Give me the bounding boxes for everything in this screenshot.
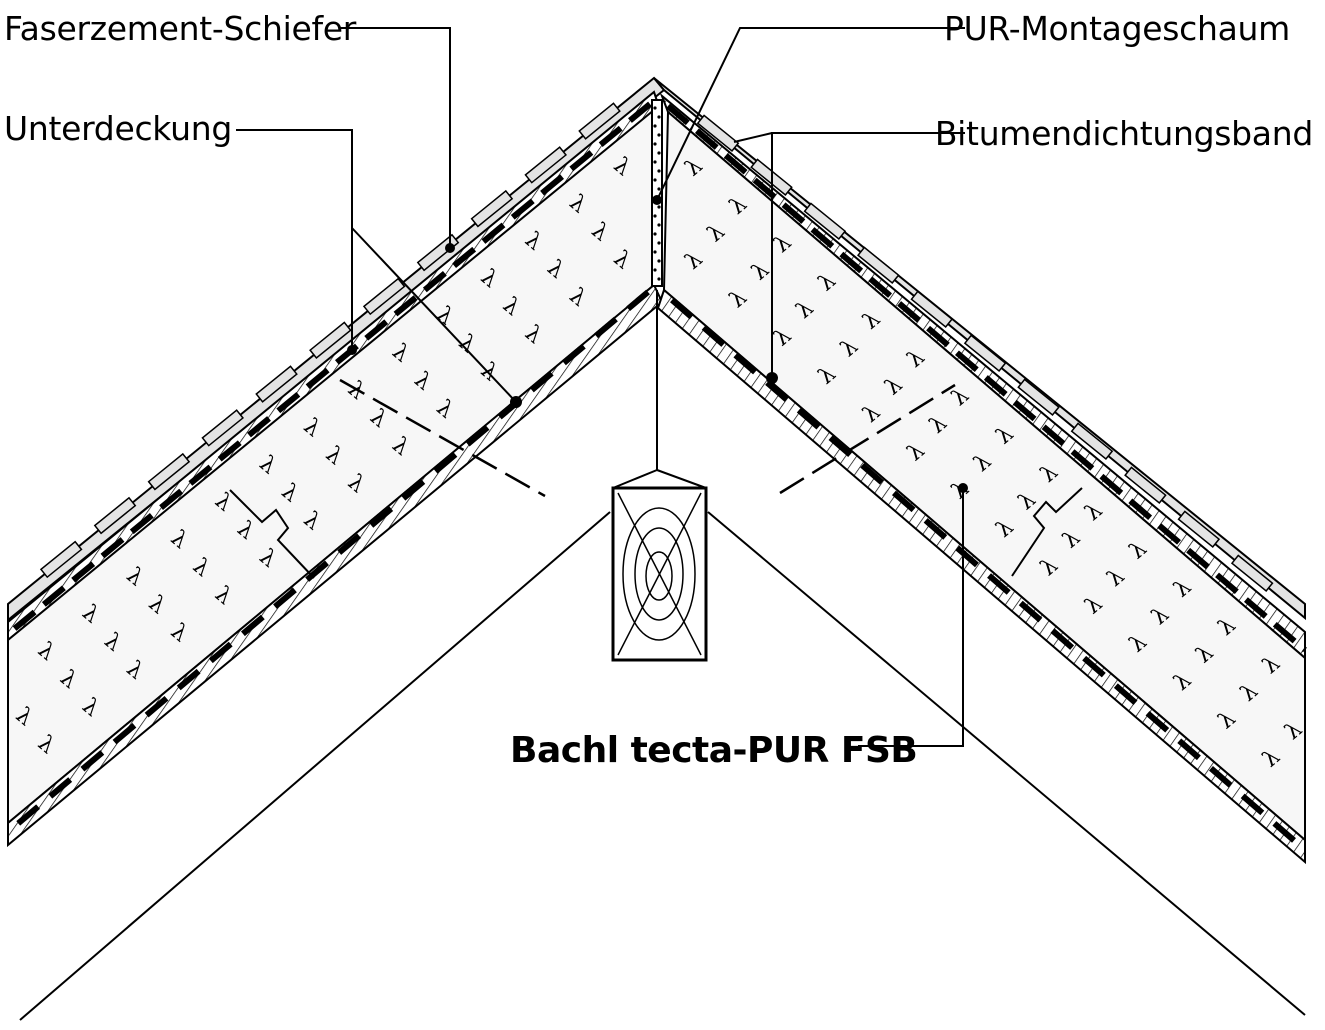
right-centerline-dash <box>779 383 956 495</box>
left-lower-seal-dash <box>6 289 650 835</box>
slate-step <box>1230 554 1274 593</box>
leader-lines <box>236 27 965 747</box>
right-underlay-dash <box>666 103 1307 653</box>
foam-dot <box>657 223 661 227</box>
slate-step <box>1124 466 1167 505</box>
slate-step <box>524 146 568 184</box>
leader-underlay-branch <box>351 227 517 403</box>
foam-dot <box>653 160 657 164</box>
foam-dot <box>657 169 661 173</box>
foam-dot <box>653 214 657 218</box>
slate-step <box>910 290 954 329</box>
foam-dot <box>653 142 657 146</box>
foam-dot <box>653 250 657 254</box>
foam-dot <box>657 277 661 281</box>
interior-line-right <box>707 511 1306 1016</box>
slate-step <box>1070 422 1114 461</box>
left-roof-slope <box>6 76 666 848</box>
slate-step <box>1177 510 1221 549</box>
right-lower-seal-dash <box>670 297 1307 853</box>
label-unterdeckung: Unterdeckung <box>4 109 232 148</box>
pur-foam-joint <box>651 99 663 287</box>
foam-dot <box>657 241 661 245</box>
slate-step <box>362 277 406 316</box>
foam-dot <box>657 205 661 209</box>
leader-bitumen-branch <box>733 132 773 143</box>
leader-foam <box>656 27 965 201</box>
left-underlay-dash <box>6 101 652 637</box>
left-lower-board <box>7 283 664 848</box>
slate-step <box>309 321 352 360</box>
interior-line-left <box>19 511 611 1021</box>
slate-step <box>39 540 83 579</box>
slate-step <box>803 202 847 241</box>
ridge-purlin <box>611 290 708 662</box>
foam-dot <box>657 187 661 191</box>
slate-step <box>201 409 245 447</box>
slate-step <box>856 246 900 285</box>
slate-step <box>470 189 514 228</box>
slate-step <box>963 334 1007 373</box>
slate-step <box>1017 378 1060 417</box>
foam-dot <box>657 259 661 263</box>
slate-step <box>147 452 191 491</box>
right-roof-slope <box>653 77 1307 865</box>
foam-dot <box>657 151 661 155</box>
right-lower-board <box>656 288 1306 865</box>
leader-product <box>858 488 964 747</box>
slate-step <box>93 496 137 535</box>
leader-dots <box>347 195 968 493</box>
left-centerline-dash <box>339 378 546 498</box>
foam-dot <box>653 178 657 182</box>
foam-dot <box>657 133 661 137</box>
foam-dot <box>653 124 657 128</box>
label-bitumendichtungsband: Bitumendichtungsband <box>935 114 1313 153</box>
leader-underlay <box>236 129 353 350</box>
right-slate-steps <box>696 114 1274 593</box>
slate-step <box>578 102 621 140</box>
left-board-joint <box>229 489 315 579</box>
foam-dot <box>653 106 657 110</box>
label-bachl-tecta-pur-fsb: Bachl tecta-PUR FSB <box>510 730 917 771</box>
left-slate-steps <box>39 102 621 579</box>
foam-dot <box>653 232 657 236</box>
label-faserzement-schiefer: Faserzement-Schiefer <box>4 9 357 48</box>
right-board-joint <box>1011 487 1083 577</box>
foam-dot <box>657 115 661 119</box>
label-pur-montageschaum: PUR-Montageschaum <box>944 9 1290 48</box>
foam-dot <box>653 268 657 272</box>
slate-step <box>696 114 740 153</box>
leader-slate <box>340 27 451 248</box>
slate-step <box>255 365 298 403</box>
